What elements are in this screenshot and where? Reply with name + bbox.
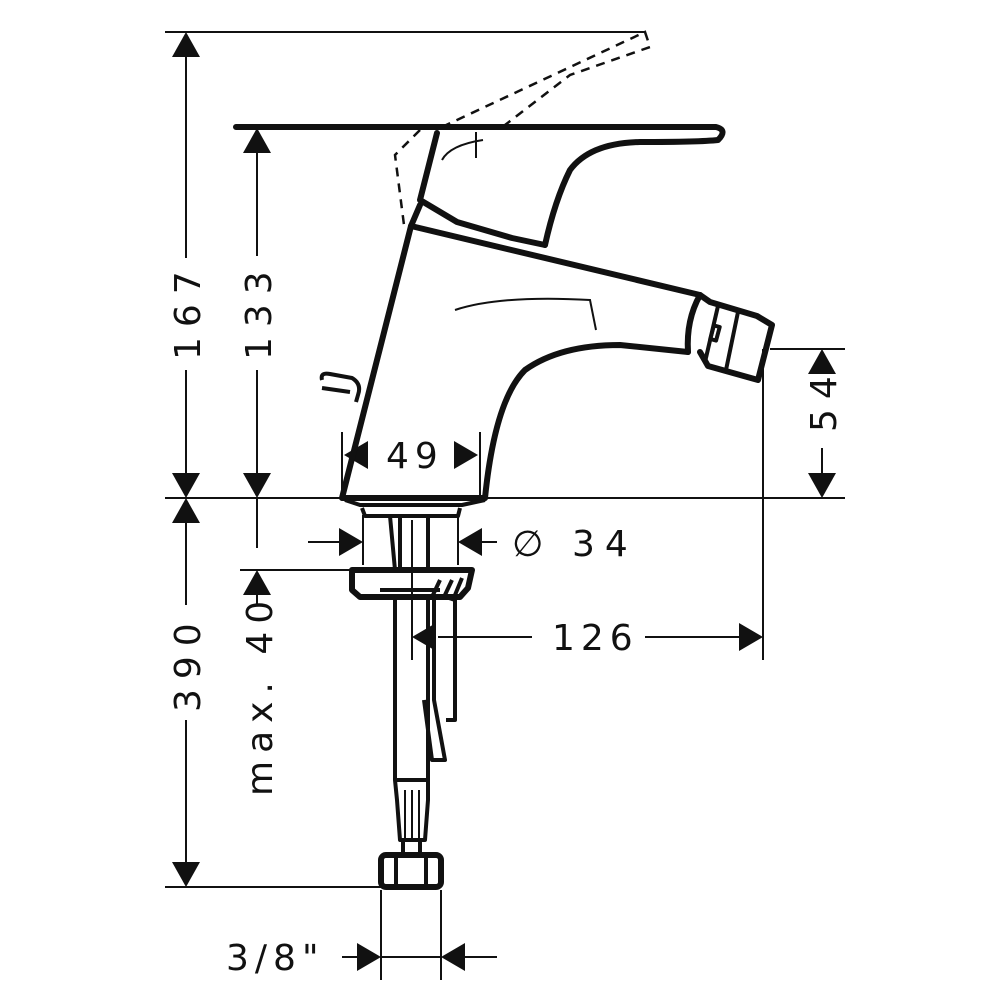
dimension-390 (172, 498, 200, 887)
extension-lines (165, 31, 845, 980)
dimension-diameter-34 (308, 528, 497, 556)
dimension-max-40 (243, 498, 271, 605)
arrow-right-icon (357, 943, 381, 971)
arrow-down-icon (243, 473, 271, 498)
arrow-down-icon (172, 862, 200, 887)
dimension-3-8-inch (342, 943, 497, 971)
label-3-8-inch: 3/8" (226, 938, 325, 979)
label-126: 126 (552, 618, 639, 659)
label-max-40: max. 40 (240, 593, 281, 796)
arrow-right-icon (339, 528, 363, 556)
arrow-up-icon (243, 570, 271, 595)
arrow-right-icon (739, 623, 763, 651)
arrow-up-icon (172, 32, 200, 57)
label-133: 133 (239, 261, 280, 360)
label-49: 49 (386, 436, 444, 477)
label-390: 390 (168, 613, 209, 712)
label-54: 54 (804, 366, 845, 432)
arrow-down-icon (808, 473, 836, 498)
label-34: 34 (572, 524, 638, 565)
dimension-133 (243, 128, 271, 498)
arrow-up-icon (243, 128, 271, 153)
arrow-up-icon (172, 498, 200, 523)
arrow-up-icon (808, 349, 836, 374)
dimension-167 (172, 32, 200, 498)
arrow-left-icon (458, 528, 482, 556)
arrow-left-icon (441, 943, 465, 971)
faucet-outline (233, 124, 775, 890)
label-167: 167 (168, 261, 209, 360)
arrow-down-icon (172, 473, 200, 498)
arrow-right-icon (454, 441, 478, 469)
diameter-icon: ∅ (512, 524, 553, 565)
lever-open-position-dashed (393, 30, 652, 226)
dimension-54 (808, 349, 836, 498)
